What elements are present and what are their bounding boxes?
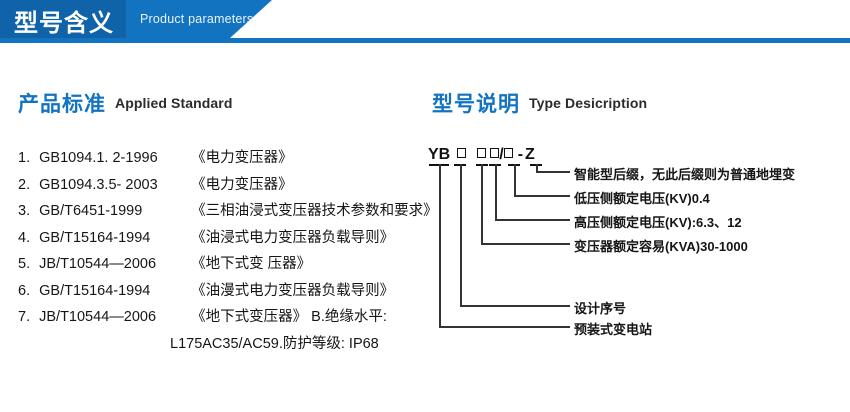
type-code-suffix: Z (525, 146, 535, 163)
banner-underline (0, 38, 850, 43)
standard-code: GB1094.1. 2-1996 (39, 150, 158, 166)
leader-vertical-lv-voltage (514, 164, 516, 197)
standard-name: 《油浸式电力变压器负载导则》 (191, 229, 395, 246)
list-item: 6. GB/T15164-1994 《油漫式电力变压器负载导则》 (18, 278, 418, 305)
standard-code: GB/T15164-1994 (39, 282, 151, 299)
standard-name: 《三相油浸式变压器技术参数和要求》 (191, 203, 438, 219)
leader-vertical-suffix-z (536, 164, 538, 173)
leader-horizontal-capacity (481, 243, 570, 245)
leader-horizontal-substation (439, 326, 570, 328)
leader-horizontal-suffix-z (536, 171, 570, 173)
type-code-box-2 (477, 148, 487, 158)
type-label-design-serial: 设计序号 (574, 301, 627, 316)
standard-continuation-line: L175AC35/AC59.防护等级: IP68 (170, 335, 379, 352)
type-label-capacity: 变压器额定容易(KVA)30-1000 (574, 239, 748, 254)
type-heading-en: Type Desicription (529, 95, 648, 111)
leader-vertical-substation (439, 164, 441, 328)
banner-title: 型号含义 (14, 10, 114, 37)
standard-section-heading: 产品标准 Applied Standard (18, 88, 233, 118)
standard-name: 《油漫式电力变压器负载导则》 (191, 282, 395, 299)
standard-code: GB/T6451-1999 (39, 203, 143, 219)
leader-vertical-capacity (481, 164, 483, 245)
standard-index: 1. (18, 150, 31, 166)
list-item: 7. JB/T10544—2006 《地下式变压器》 B.绝缘水平: (18, 304, 418, 331)
standard-heading-en: Applied Standard (115, 95, 233, 111)
list-item: 1. GB1094.1. 2-1996 《电力变压器》 (18, 145, 418, 172)
leader-horizontal-lv-voltage (514, 195, 570, 197)
type-label-substation: 预装式变电站 (574, 322, 653, 337)
standard-index: 5. (18, 256, 31, 272)
banner-dark-block (0, 0, 126, 38)
list-item: 4. GB/T15164-1994 《油浸式电力变压器负载导则》 (18, 225, 418, 252)
leader-vertical-design-serial (460, 164, 462, 307)
leader-horizontal-hv-voltage (495, 219, 570, 221)
list-item: 2. GB1094.3.5- 2003 《电力变压器》 (18, 172, 418, 199)
type-code-box-3 (490, 148, 500, 158)
standard-index: 7. (18, 309, 31, 325)
type-code-line: YB /-Z (428, 146, 535, 164)
leader-horizontal-design-serial (460, 305, 570, 307)
type-code-slash: / (499, 146, 504, 163)
list-item: 5. JB/T10544—2006 《地下式变 压器》 (18, 251, 418, 278)
standard-index: 4. (18, 229, 31, 246)
standard-index: 3. (18, 203, 31, 219)
banner-subtitle: Product parameters (140, 12, 254, 26)
type-label-lv-voltage: 低压侧额定电压(KV)0.4 (574, 191, 710, 206)
type-code-dash: - (517, 146, 524, 163)
type-label-suffix-z: 智能型后缀，无此后缀则为普通地埋变 (574, 167, 796, 182)
type-code-prefix: YB (428, 146, 451, 163)
leader-vertical-hv-voltage (495, 164, 497, 221)
type-heading-cn: 型号说明 (432, 93, 520, 116)
type-code-box-4 (503, 148, 513, 158)
standard-name: 《电力变压器》 (191, 176, 293, 193)
standard-code: JB/T10544—2006 (39, 309, 157, 325)
standard-code: JB/T10544—2006 (39, 256, 157, 272)
list-item: 3. GB/T6451-1999 《三相油浸式变压器技术参数和要求》 (18, 198, 438, 225)
standard-name: 《地下式变压器》 B.绝缘水平: (191, 309, 387, 325)
type-section-heading: 型号说明 Type Desicription (432, 88, 647, 118)
standard-code: GB/T15164-1994 (39, 229, 151, 246)
standard-heading-cn: 产品标准 (18, 93, 106, 116)
type-code-box-1 (457, 148, 467, 158)
standard-name: 《地下式变 压器》 (191, 256, 312, 272)
page-banner: 型号含义 Product parameters (0, 0, 850, 46)
standard-index: 2. (18, 176, 31, 193)
standard-name: 《电力变压器》 (191, 150, 293, 166)
type-label-hv-voltage: 高压侧额定电压(KV):6.3、12 (574, 215, 742, 230)
standard-index: 6. (18, 282, 31, 299)
type-code-diagram: YB /-Z 智能型后缀，无此后缀则为普通地埋变 低压侧额定电压(KV)0.4 高… (420, 140, 850, 350)
standard-code: GB1094.3.5- 2003 (39, 176, 158, 193)
standard-list: 1. GB1094.1. 2-1996 《电力变压器》 2. GB1094.3.… (18, 145, 438, 357)
